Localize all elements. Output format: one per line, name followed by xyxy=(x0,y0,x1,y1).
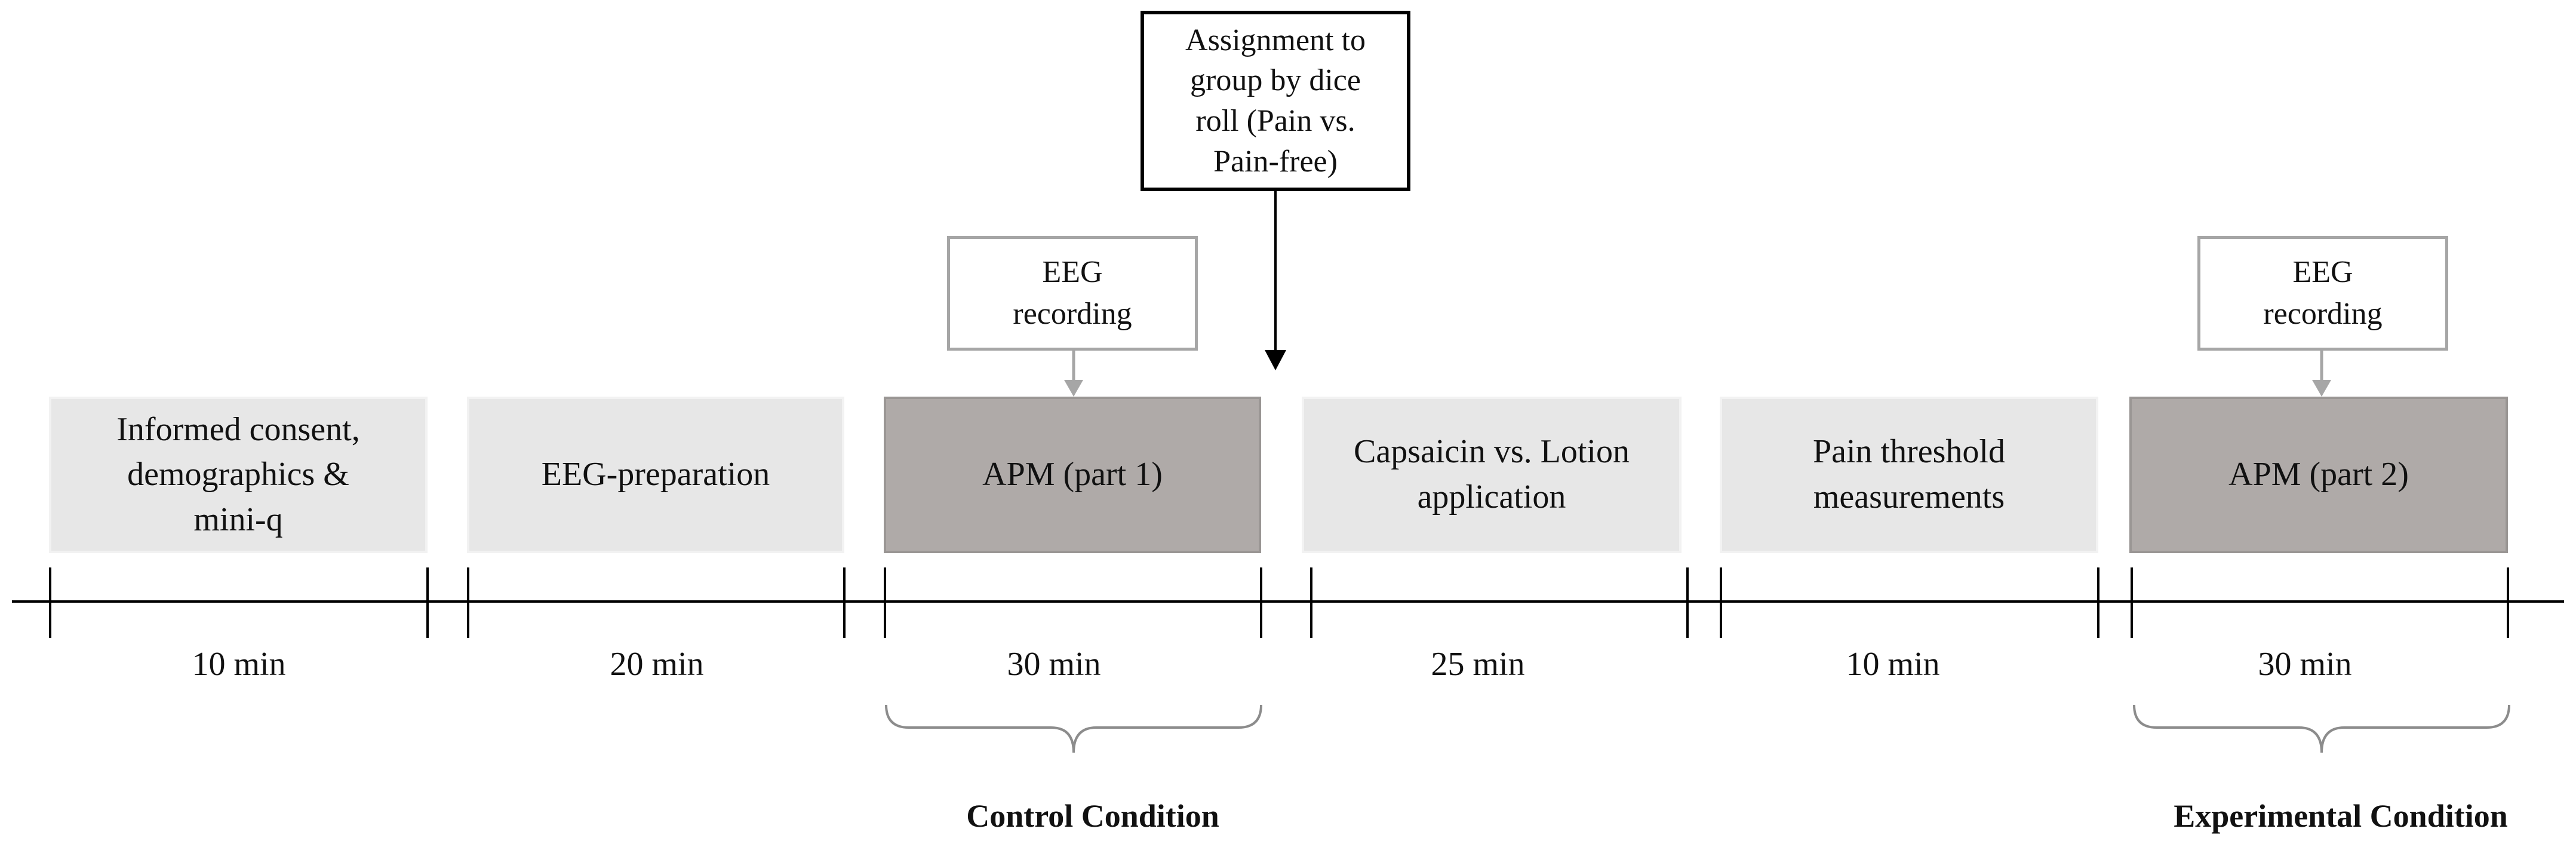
step-label: APM (part 2) xyxy=(2228,456,2409,493)
step-label: Pain threshold measurements xyxy=(1813,433,2005,515)
duration-label: 25 min xyxy=(1431,646,1525,683)
duration-label: 30 min xyxy=(2258,646,2352,683)
timeline-ticks xyxy=(49,567,2509,638)
duration-label: 10 min xyxy=(192,646,286,683)
eeg-recording-label: EEG recording xyxy=(1013,254,1132,331)
step-apm-part-1: APM (part 1) xyxy=(884,397,1261,553)
eeg-recording-note-2: EEG recording xyxy=(2197,236,2448,351)
control-condition-label: Control Condition xyxy=(966,798,1219,834)
eeg-recording-label: EEG recording xyxy=(2263,254,2383,331)
eeg-connector-2 xyxy=(2312,349,2331,397)
duration-label: 10 min xyxy=(1846,646,1940,683)
step-apm-part-2: APM (part 2) xyxy=(2129,397,2508,553)
eeg-recording-note-1: EEG recording xyxy=(947,236,1198,351)
step-label: APM (part 1) xyxy=(982,456,1163,493)
step-label: Informed consent, demographics & mini-q xyxy=(116,410,360,538)
assignment-box: Assignment to group by dice roll (Pain v… xyxy=(1141,11,1410,191)
duration-label: 30 min xyxy=(1007,646,1101,683)
assignment-arrow xyxy=(1265,191,1286,370)
experimental-condition-label: Experimental Condition xyxy=(2174,798,2508,834)
step-eeg-preparation: EEG-preparation xyxy=(467,397,844,553)
eeg-connector-1 xyxy=(1064,349,1083,397)
control-brace xyxy=(885,704,1262,753)
step-label: EEG-preparation xyxy=(541,456,770,493)
step-capsaicin-application: Capsaicin vs. Lotion application xyxy=(1302,397,1682,553)
step-pain-threshold: Pain threshold measurements xyxy=(1720,397,2098,553)
experimental-brace xyxy=(2133,704,2510,753)
assignment-text: Assignment to group by dice roll (Pain v… xyxy=(1185,23,1366,179)
step-label: Capsaicin vs. Lotion application xyxy=(1354,433,1630,515)
duration-label: 20 min xyxy=(610,646,704,683)
step-informed-consent: Informed consent, demographics & mini-q xyxy=(49,397,428,553)
